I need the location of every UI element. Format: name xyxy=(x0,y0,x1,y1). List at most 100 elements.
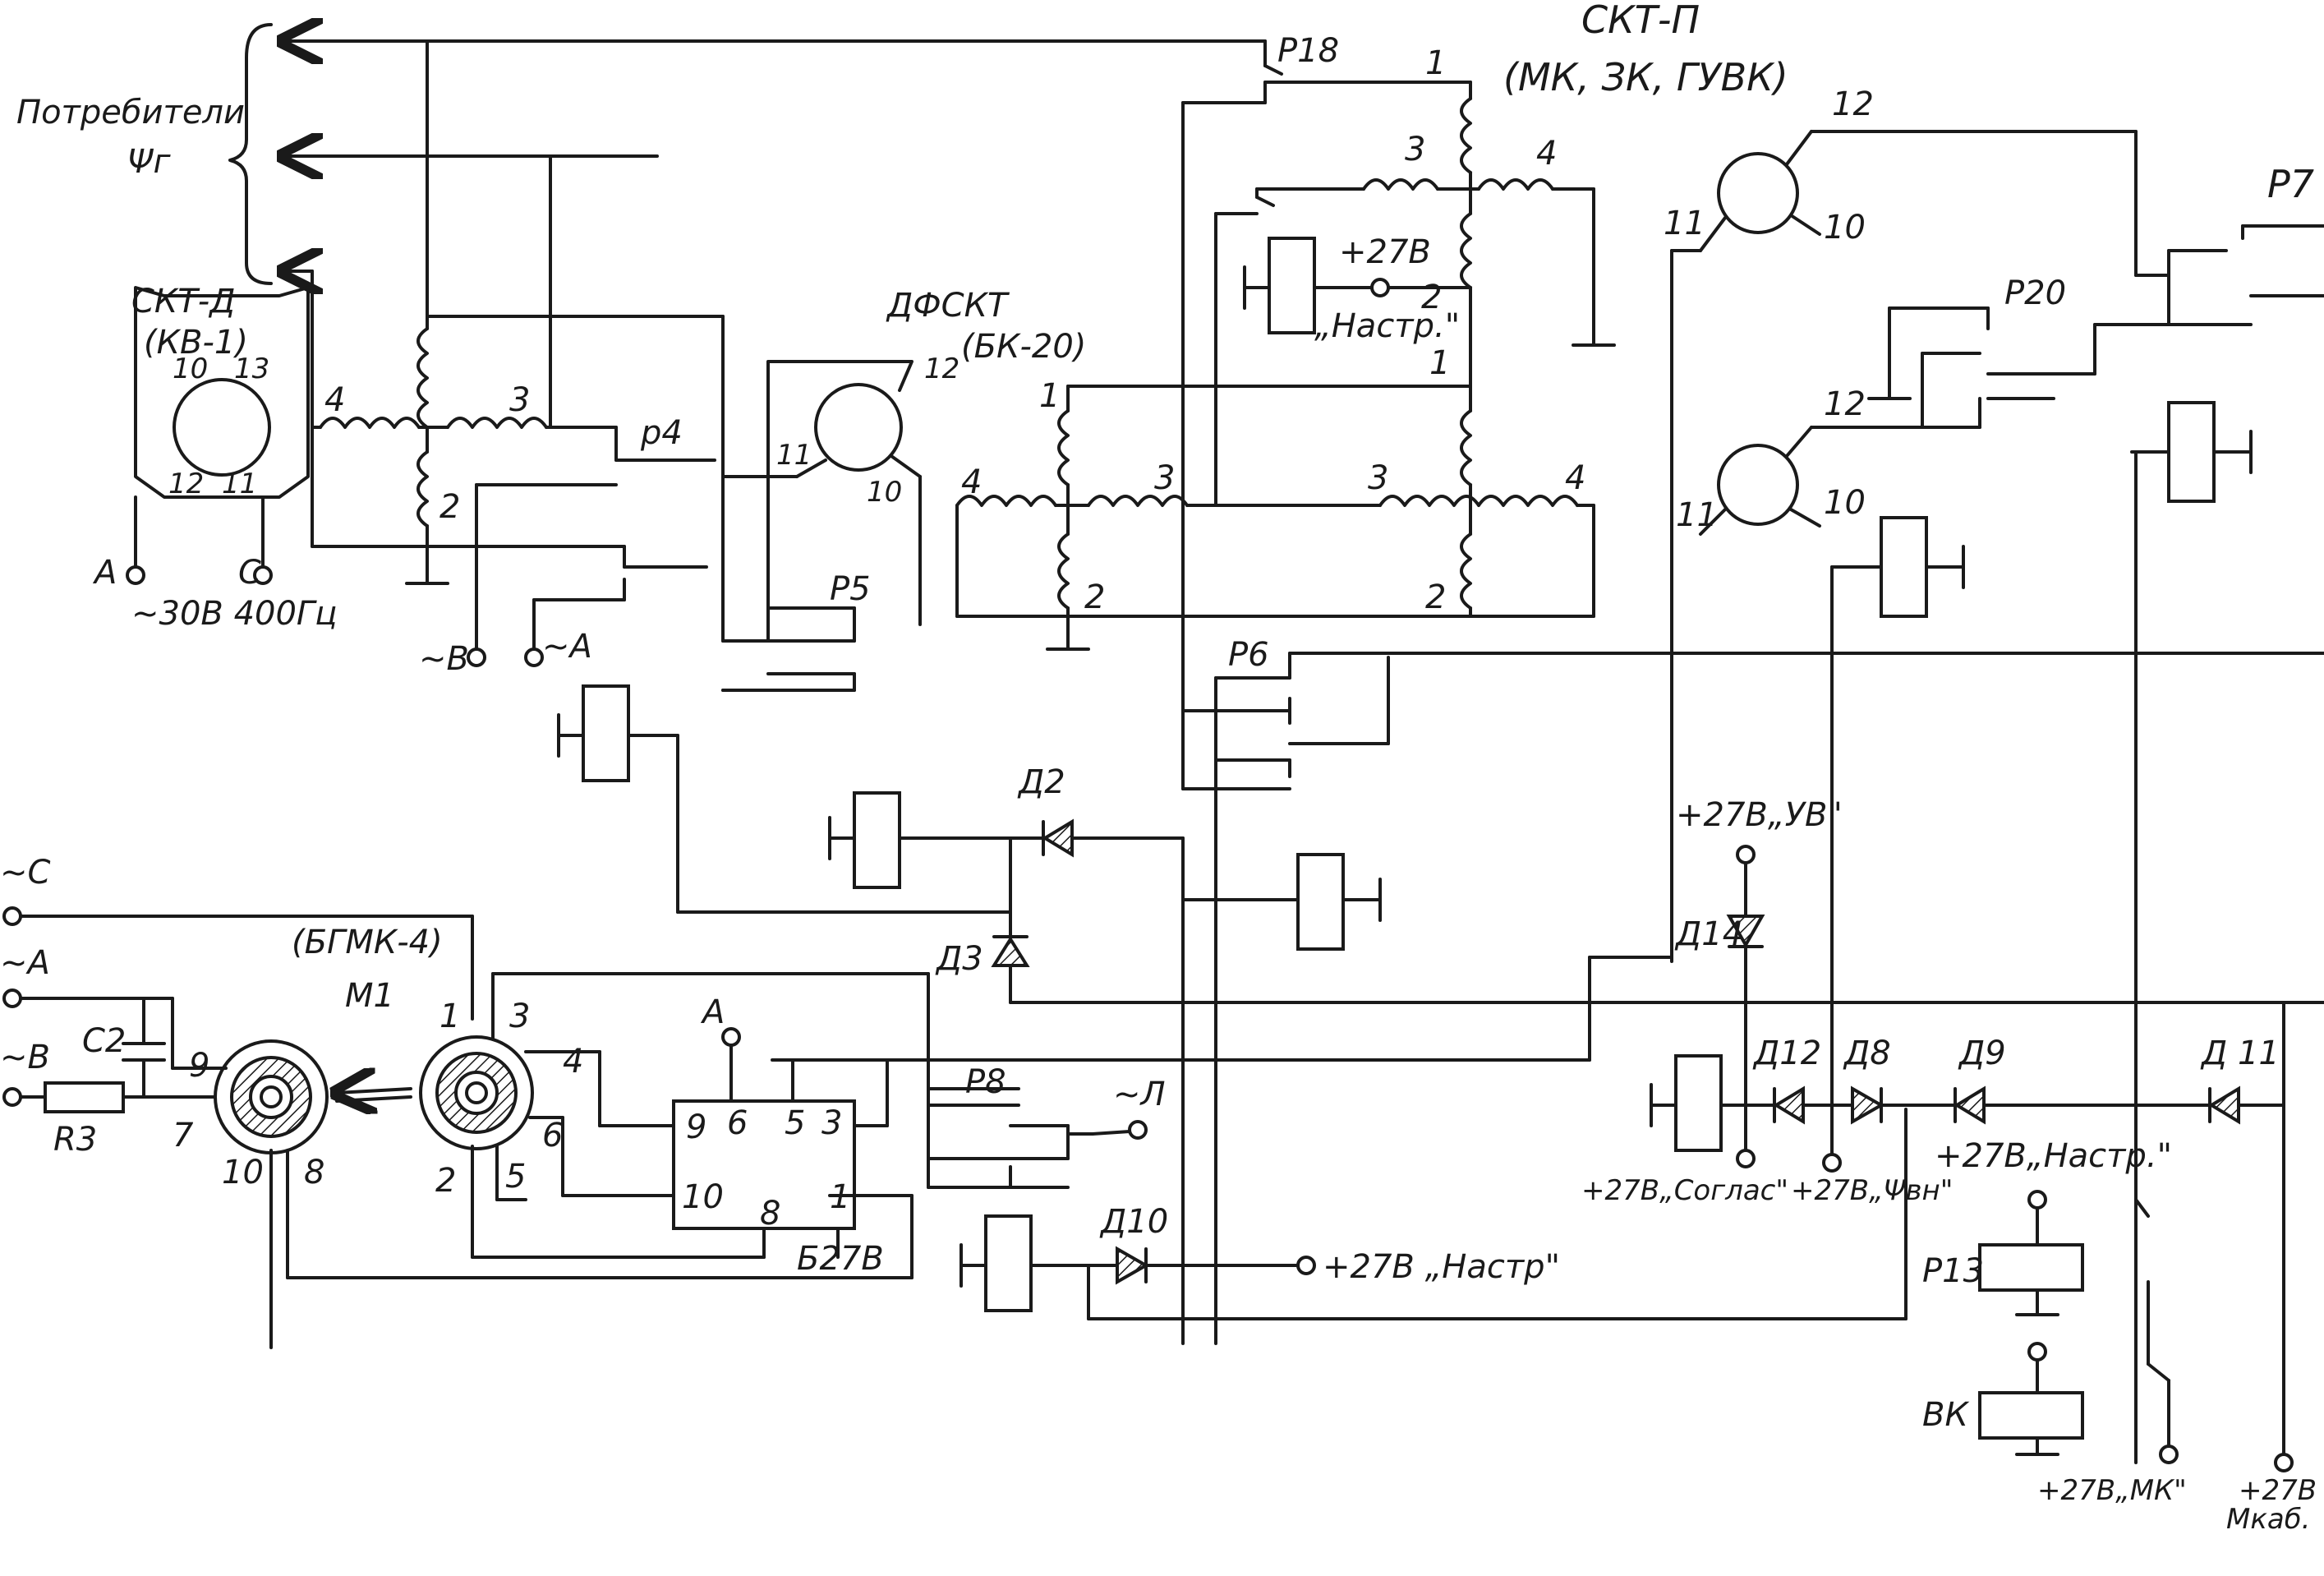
pin-label: 12 xyxy=(1824,385,1866,423)
plus27-nastr-right-label: +27В„Настр." xyxy=(1935,1137,2172,1175)
pin-label: 13 xyxy=(234,353,269,385)
consumers-bus xyxy=(228,25,1267,548)
pin-label: 3 xyxy=(821,1104,842,1142)
consumers-psi-label: Ψг xyxy=(127,143,171,181)
relay-p7-label: Р7 xyxy=(2267,162,2314,206)
terminal-b-mid xyxy=(467,647,486,667)
term-c-bottom-label: ~С xyxy=(0,854,51,892)
pin-label: 2 xyxy=(435,1162,456,1200)
nastr-top-label: „Настр." xyxy=(1314,307,1460,345)
bk20-label: (БК-20) xyxy=(961,328,1086,366)
skt-p-sub-label: (МК, ЗК, ГУВК) xyxy=(1503,55,1788,99)
pin-label: 10 xyxy=(1824,484,1866,522)
diode-d2 xyxy=(1009,818,1185,1345)
mkab-label: Мкаб. xyxy=(2226,1503,2310,1536)
pin-label: 4 xyxy=(1536,135,1557,173)
pin-label: 12 xyxy=(1832,85,1874,123)
pin-label: 3 xyxy=(509,998,530,1035)
resistor-r3-label: R3 xyxy=(53,1121,97,1159)
relay-p13 xyxy=(1978,1190,2084,1316)
terminal-b-mid-label: ~В xyxy=(419,640,469,678)
left-resolver-windings xyxy=(311,39,725,651)
middle-resolver-windings xyxy=(955,385,1595,651)
motor-left xyxy=(171,1039,913,1349)
relay-coil-soglas xyxy=(1650,1054,1776,1152)
motor-m1 xyxy=(419,972,930,1259)
pin-label: 3 xyxy=(1405,131,1425,168)
dfskt-resolver xyxy=(721,360,922,692)
pin-label: 2 xyxy=(1425,578,1446,616)
diode-d14-label: Д14 xyxy=(1674,915,1743,953)
supply-30v-label: ~30В 400Гц xyxy=(131,595,337,633)
pin-label: 12 xyxy=(168,468,204,500)
diode-d10-label: Д10 xyxy=(1099,1203,1168,1241)
relay-p5-contacts xyxy=(721,606,856,692)
diode-d8-label: Д8 xyxy=(1843,1035,1891,1072)
pin-label: 8 xyxy=(304,1154,324,1191)
relay-coil-center-right xyxy=(1181,853,1382,951)
pin-label: 1 xyxy=(1425,44,1446,82)
block-a-label: А xyxy=(700,993,725,1031)
diode-d12-label: Д12 xyxy=(1752,1035,1821,1072)
pin-label: 6 xyxy=(727,1104,748,1142)
pin-label: 11 xyxy=(222,468,257,500)
diode-d14 xyxy=(1726,845,1765,1107)
diode-d10 xyxy=(1087,1108,1908,1320)
terminal-a-mid-label: ~А xyxy=(542,628,592,666)
relay-p6-label: Р6 xyxy=(1228,636,1269,674)
relay-p13-label: Р13 xyxy=(1922,1252,1984,1290)
diode-d2-label: Д2 xyxy=(1017,763,1065,801)
diode-d3-label: Д3 xyxy=(935,940,983,978)
pin-label: 3 xyxy=(1368,459,1388,497)
pin-label: 1 xyxy=(439,998,460,1035)
pin-label: 11 xyxy=(1676,496,1718,534)
shaft-link xyxy=(337,1089,412,1101)
pin-label: 4 xyxy=(324,381,345,419)
pin-label: 1 xyxy=(1429,344,1450,382)
relay-p5-label: Р5 xyxy=(830,570,871,608)
pin-label: 5 xyxy=(785,1104,805,1142)
relay-p20-contacts xyxy=(1867,306,2096,429)
pin-label: 9 xyxy=(686,1108,706,1146)
term-a-bottom-label: ~А xyxy=(0,944,50,982)
pin-label: 4 xyxy=(1565,459,1585,497)
relay-coil-left-mid xyxy=(557,684,1012,914)
plus27-mk-label: +27В„МК" xyxy=(2037,1474,2187,1507)
relay-p8-label: Р8 xyxy=(965,1063,1006,1101)
pin-label: 10 xyxy=(173,353,208,385)
bgmk4-label: (БГМК-4) xyxy=(292,924,443,961)
pin-label: 12 xyxy=(924,353,960,385)
skt-d-label: СКТ-Д xyxy=(131,283,235,320)
relay-p7-contacts xyxy=(2093,130,2324,326)
relay-vk xyxy=(1978,1342,2084,1456)
pin-label: 11 xyxy=(776,439,812,472)
b27-label: Б27В xyxy=(797,1240,884,1278)
term-l-label: ~Л xyxy=(1113,1076,1166,1113)
kv1-label: (КВ-1) xyxy=(144,324,248,362)
diode-d9-label: Д9 xyxy=(1958,1035,2006,1072)
pin-label: 7 xyxy=(173,1117,194,1154)
receiver-bottom xyxy=(1699,426,1981,536)
relay-p4-label: р4 xyxy=(640,414,683,452)
terminal-a-mid xyxy=(524,647,544,667)
capacitor-c2-label: С2 xyxy=(82,1022,126,1060)
pin-label: 2 xyxy=(1421,279,1442,316)
pin-label: 1 xyxy=(830,1178,850,1216)
motor-m1-label: М1 xyxy=(345,977,394,1015)
relay-coil-right-mid xyxy=(1830,516,1965,1156)
pin-label: 2 xyxy=(1084,578,1105,616)
relay-p8-contacts xyxy=(927,1104,1148,1189)
pin-label: 5 xyxy=(505,1158,526,1196)
diode-d12 xyxy=(1736,1085,1854,1168)
receiver-top xyxy=(1670,130,2138,963)
relay-coil-right-upper xyxy=(2130,401,2253,503)
pin-label: 3 xyxy=(1154,459,1175,497)
pin-label: 10 xyxy=(1824,209,1866,247)
diode-d3 xyxy=(991,836,2324,1004)
relay-coil-nastr-top xyxy=(1243,237,1390,334)
pin-label: 3 xyxy=(509,381,530,419)
pin-label: 4 xyxy=(961,463,982,501)
terminal-a-label: А xyxy=(92,554,117,592)
relay-p18-label: Р18 xyxy=(1277,32,1339,70)
